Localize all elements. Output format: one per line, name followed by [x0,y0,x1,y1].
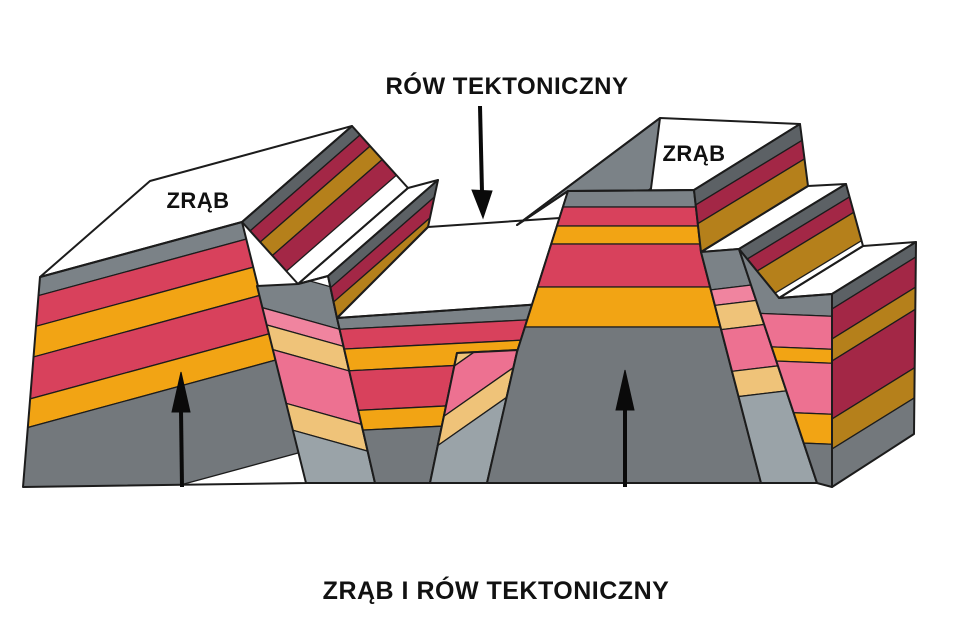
step-right-side-red [739,184,863,289]
horst-right-bedrock [487,326,761,483]
horst-left-top-face [39,125,353,278]
step-left-side-red [328,182,438,318]
graben-pointer-shaft [478,105,484,193]
uplift-arrow-left-head [171,371,191,413]
uplift-arrow-right-head [615,369,635,411]
step-far-right-side-outline [831,241,917,488]
diagram-caption: ZRĄB I RÓW TEKTONICZNY [323,575,670,605]
horst-left-label: ZRĄB [166,188,229,213]
far-right-side-ochre2 [832,360,916,454]
far-right-side-red [832,250,916,344]
uplift-arrow-left [171,371,191,488]
uplift-arrow-right [615,369,635,487]
horst-left-front-face [23,222,307,487]
far-right-side-ochre [832,280,916,366]
graben-layer-red [337,317,557,351]
horst-left-layer-red [23,222,307,333]
horst-left-layer-red-wide [23,278,307,404]
horst-right-label: ZRĄB [662,141,725,166]
horst-right-side-red [694,128,808,233]
horst-right-layer-orange2 [487,286,761,328]
graben-label: RÓW TEKTONICZNY [385,72,628,100]
graben-pointer-arrow [471,105,493,220]
horst-left-bedrock [23,347,307,487]
horst-right-side-face [694,124,808,252]
uplift-arrow-left-shaft [179,409,184,488]
step-far-right-side-face [832,242,916,487]
far-right-side-red2 [832,302,916,424]
horst-right-side-ochre [694,148,808,252]
graben-pointer-head [471,189,493,220]
horst-left-layer-orange2 [23,319,307,432]
graben-layer-orange [337,337,557,373]
horst-left-layer-orange [23,248,307,363]
